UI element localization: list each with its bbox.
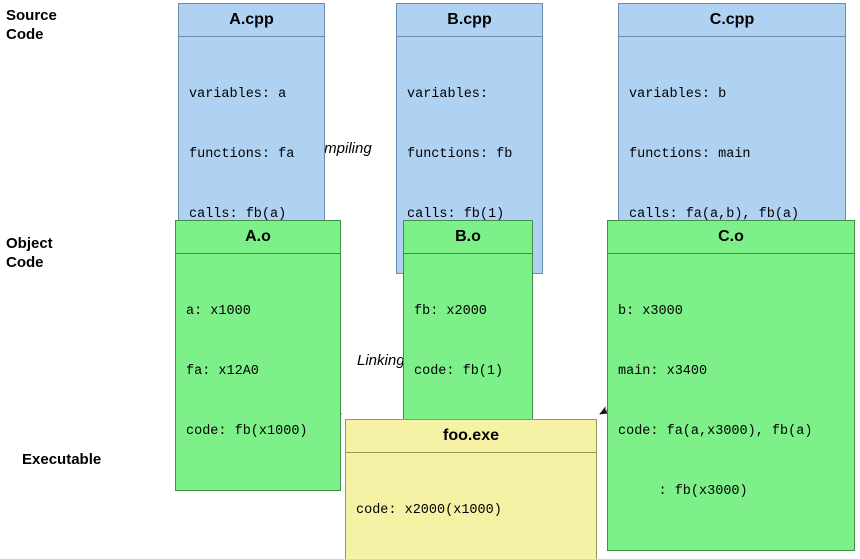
stage-label-executable: Executable xyxy=(22,451,102,468)
node-a-cpp-line-functions: functions: fa xyxy=(189,147,295,162)
node-b-cpp-line-calls: calls: fb(1) xyxy=(407,207,505,222)
stage-label-object-code: Object Code xyxy=(6,235,53,271)
node-c-o-title: C.o xyxy=(608,221,854,254)
node-a-cpp-body: variables: a functions: fa calls: fb(a) xyxy=(179,37,324,273)
node-b-o-body: fb: x2000 code: fb(1) xyxy=(404,254,532,430)
node-b-o-line-code: code: fb(1) xyxy=(414,364,504,379)
stage-label-source-code: Source Code xyxy=(6,7,57,43)
node-foo-exe-line-code: code: x2000(x1000) xyxy=(356,503,502,518)
node-a-o-line-code: code: fb(x1000) xyxy=(186,424,308,439)
node-foo-exe[interactable]: foo.exe code: x2000(x1000) : x2000(1) : … xyxy=(345,419,597,559)
node-a-cpp-line-calls: calls: fb(a) xyxy=(189,207,287,222)
node-b-o-line-fb: fb: x2000 xyxy=(414,304,487,319)
node-a-o-line-fa: fa: x12A0 xyxy=(186,364,259,379)
edge-caption-linking: Linking xyxy=(357,352,405,369)
node-a-o-title: A.o xyxy=(176,221,340,254)
node-a-cpp-title: A.cpp xyxy=(179,4,324,37)
node-b-cpp-title: B.cpp xyxy=(397,4,542,37)
node-c-cpp-line-variables: variables: b xyxy=(629,87,727,102)
node-c-o-body: b: x3000 main: x3400 code: fa(a,x3000), … xyxy=(608,254,854,550)
node-b-cpp-line-functions: functions: fb xyxy=(407,147,513,162)
node-a-o-line-a: a: x1000 xyxy=(186,304,251,319)
node-b-o[interactable]: B.o fb: x2000 code: fb(1) xyxy=(403,220,533,431)
node-foo-exe-title: foo.exe xyxy=(346,420,596,453)
node-c-o-line-b: b: x3000 xyxy=(618,304,683,319)
node-c-o-line-code-cont: : fb(x3000) xyxy=(618,484,748,499)
node-foo-exe-body: code: x2000(x1000) : x2000(1) : x12A0(x1… xyxy=(346,453,596,559)
node-b-o-title: B.o xyxy=(404,221,532,254)
node-a-cpp-line-variables: variables: a xyxy=(189,87,287,102)
node-c-cpp-title: C.cpp xyxy=(619,4,845,37)
node-a-o-body: a: x1000 fa: x12A0 code: fb(x1000) xyxy=(176,254,340,490)
node-c-cpp-body: variables: b functions: main calls: fa(a… xyxy=(619,37,845,333)
node-b-cpp-body: variables: functions: fb calls: fb(1) xyxy=(397,37,542,273)
node-c-cpp-line-calls: calls: fa(a,b), fb(a) xyxy=(629,207,800,222)
node-a-o[interactable]: A.o a: x1000 fa: x12A0 code: fb(x1000) xyxy=(175,220,341,491)
node-c-o-line-code: code: fa(a,x3000), fb(a) xyxy=(618,424,813,439)
node-c-cpp-line-functions: functions: main xyxy=(629,147,751,162)
node-c-o-line-main: main: x3400 xyxy=(618,364,708,379)
node-b-cpp-line-variables: variables: xyxy=(407,87,489,102)
node-c-o[interactable]: C.o b: x3000 main: x3400 code: fa(a,x300… xyxy=(607,220,855,551)
